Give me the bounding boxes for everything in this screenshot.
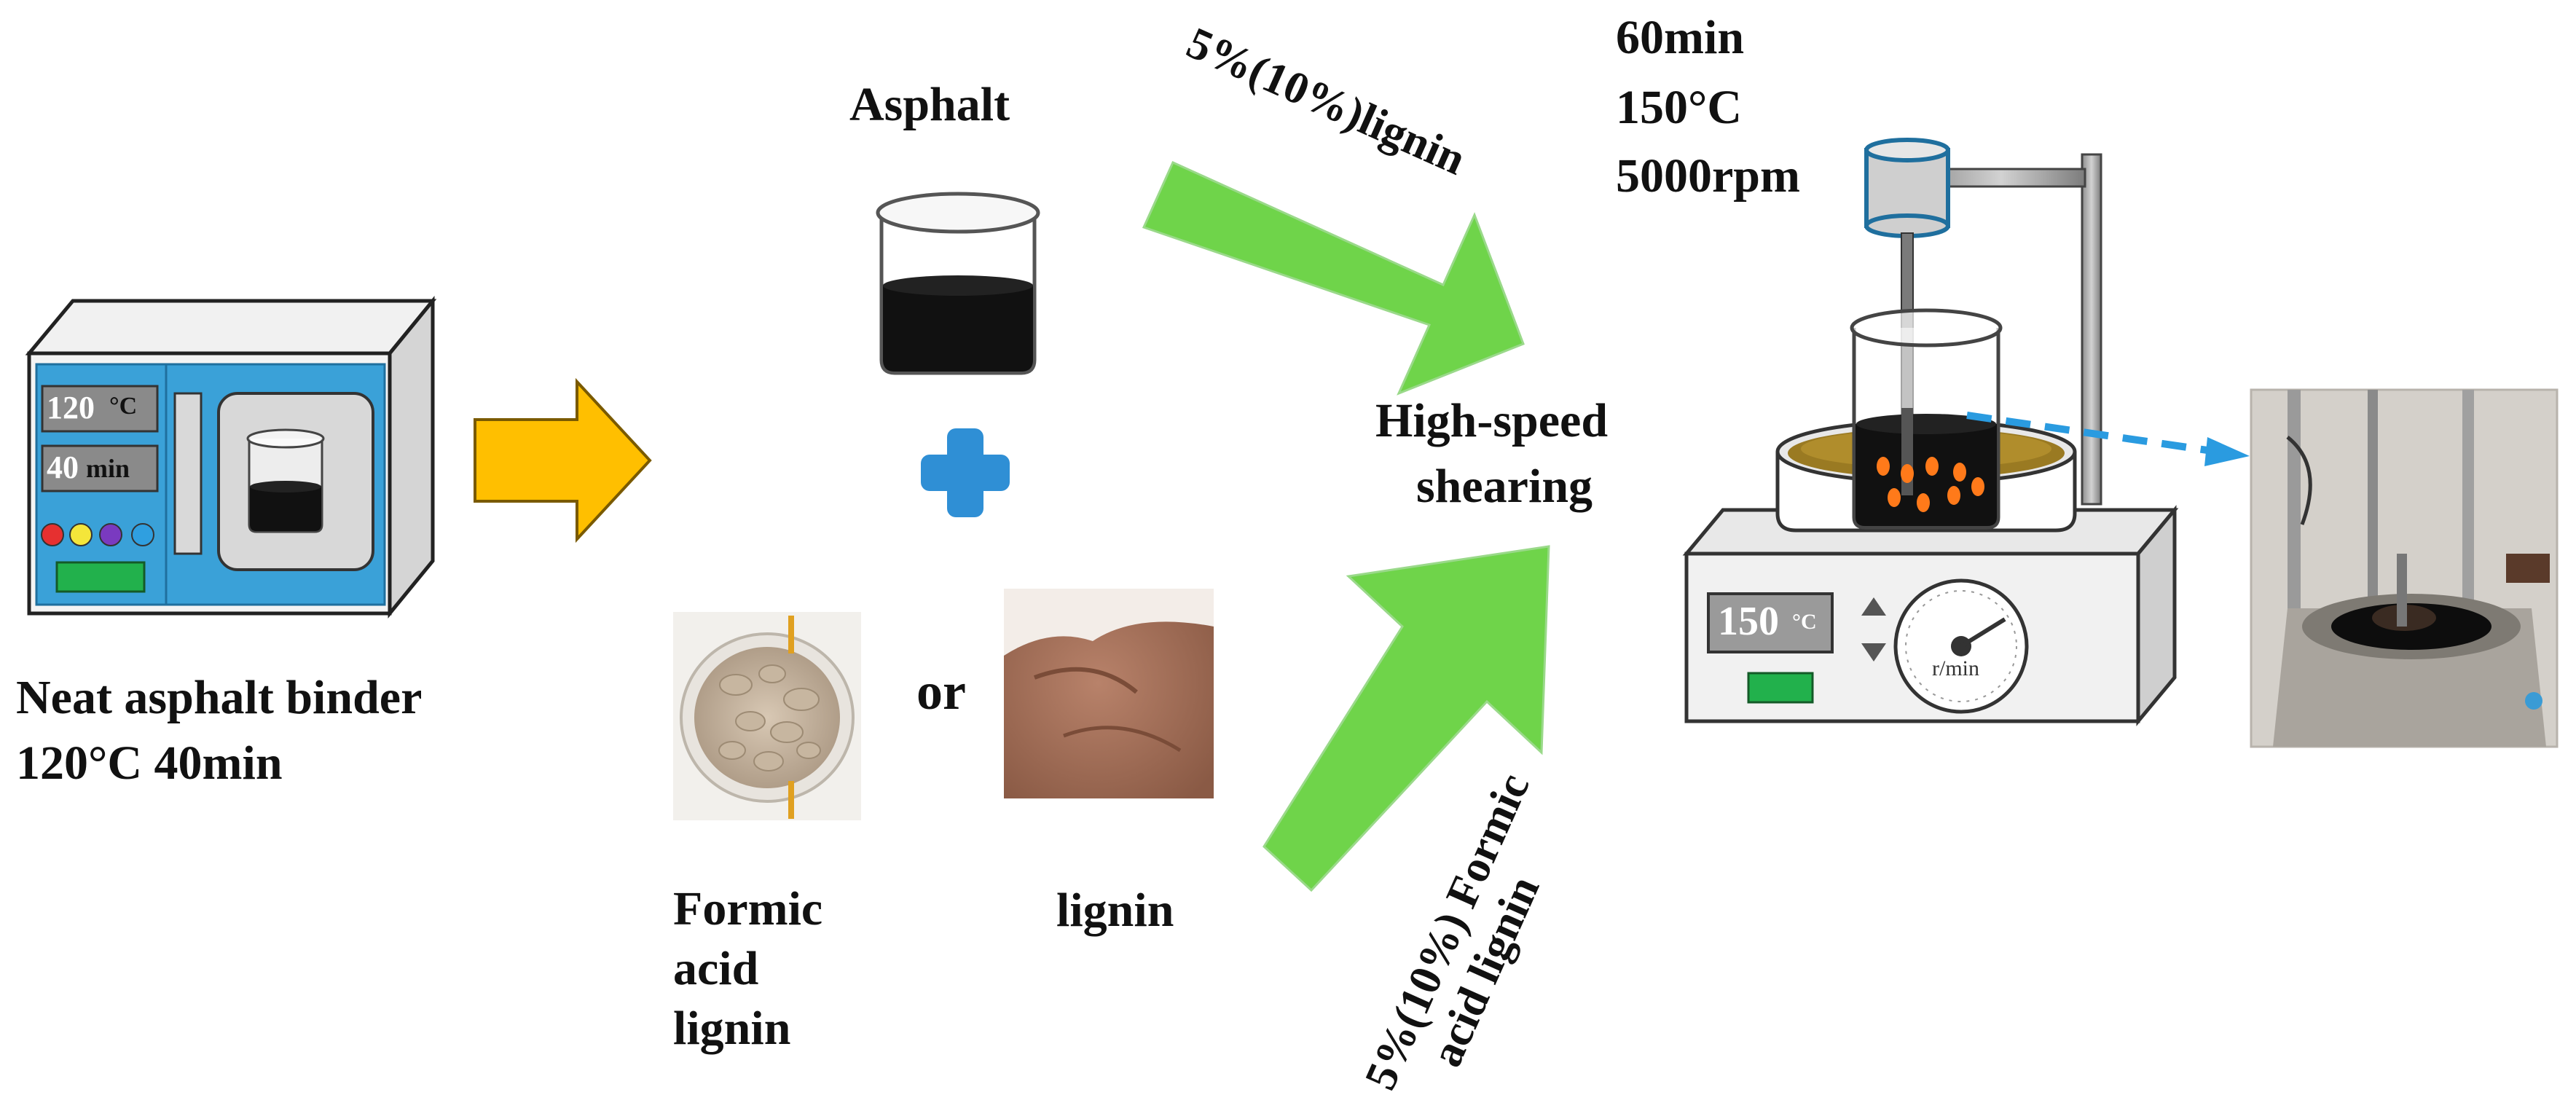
lignin-label: lignin <box>1056 884 1174 937</box>
top-arrow-label: 5%(10%)lignin <box>1179 18 1472 185</box>
oven-time-unit: min <box>86 454 130 483</box>
oven <box>25 296 437 619</box>
oven-temp-value: 120 <box>47 390 95 425</box>
oven-temp-unit: °C <box>109 393 138 420</box>
shear-label-line1: High-speed <box>1375 394 1609 447</box>
stirrer-temp-unit: °C <box>1792 610 1817 634</box>
asphalt-beaker-icon <box>876 192 1040 375</box>
stand-pole <box>2081 153 2102 506</box>
bottom-arrow-label: 5%(10%) Formic acid lignin <box>1356 766 1550 1097</box>
yellow-arrow <box>474 377 652 543</box>
motor-head-icon <box>1864 138 1950 238</box>
rpm-dial-label: r/min <box>1932 656 1979 680</box>
red-indicator-icon <box>41 523 64 546</box>
oven-time-display <box>41 444 159 492</box>
neat-label-line1: Neat asphalt binder <box>16 671 423 724</box>
dashed-arrow <box>1966 412 2250 466</box>
green-arrow-top <box>1142 161 1525 396</box>
mixing-beaker-icon <box>1850 308 2003 530</box>
purple-indicator-icon <box>99 523 122 546</box>
oven-green-button <box>55 561 146 593</box>
or-label: or <box>916 662 966 721</box>
condition-time: 60min <box>1616 11 1745 64</box>
green-arrow-bottom <box>1263 545 1550 892</box>
formic-acid-lignin-photo <box>673 612 861 820</box>
shear-label-line2: shearing <box>1416 460 1593 513</box>
stirrer-temp-display <box>1707 592 1834 653</box>
asphalt-label: Asphalt <box>849 78 1010 131</box>
equipment-photo <box>2250 388 2559 748</box>
shear-mixer <box>1682 138 2179 726</box>
blue-indicator-icon <box>131 523 154 546</box>
yellow-indicator-icon <box>69 523 93 546</box>
oven-beaker-icon <box>246 428 325 533</box>
lignin-powder-photo <box>1004 589 1214 798</box>
stirrer-temp-value: 150 <box>1718 599 1779 644</box>
up-arrow-icon <box>1861 597 1886 616</box>
condition-temp: 150°C <box>1616 81 1743 134</box>
oven-door-handle <box>173 392 203 555</box>
formic-label-line3: lignin <box>673 1002 791 1055</box>
oven-temp-display <box>41 385 159 433</box>
rpm-dial-icon <box>1893 578 2029 714</box>
condition-speed: 5000rpm <box>1616 149 1800 203</box>
formic-label-line1: Formic <box>673 882 823 935</box>
down-arrow-icon <box>1861 643 1886 661</box>
formic-label-line2: acid <box>673 942 759 995</box>
oven-time-value: 40 <box>47 449 79 485</box>
neat-label-line2: 120°C 40min <box>16 737 283 790</box>
stirrer-green-button <box>1747 672 1814 704</box>
plus-icon <box>921 428 1010 517</box>
